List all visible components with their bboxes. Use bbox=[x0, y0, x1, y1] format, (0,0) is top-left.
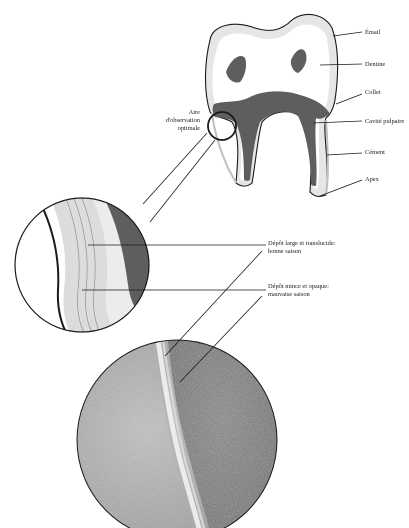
label-thin-deposit-line1: Dépôt mince et opaque: bbox=[268, 283, 329, 290]
label-cement: Cément bbox=[365, 149, 385, 156]
observation-label-line2: d'observation bbox=[166, 117, 201, 124]
observation-area-label: Aire d'observation optimale bbox=[166, 109, 201, 132]
observation-label-line3: optimale bbox=[178, 125, 201, 132]
label-email: Émail bbox=[365, 28, 380, 36]
label-wide-deposit-line2: bonne saison bbox=[268, 248, 302, 255]
label-thin-deposit-line2: mauvaise saison bbox=[268, 291, 311, 298]
label-collet: Collet bbox=[365, 89, 381, 96]
label-cavite-pulpaire: Cavité pulpaire bbox=[365, 118, 404, 125]
observation-label-line1: Aire bbox=[189, 109, 201, 116]
label-dentine: Dentine bbox=[365, 61, 385, 68]
leader-micrograph-wide bbox=[165, 251, 262, 356]
tooth-labels: Émail Dentine Collet Cavité pulpaire Cém… bbox=[365, 28, 404, 183]
magnified-section bbox=[15, 198, 149, 332]
micrograph bbox=[77, 340, 277, 528]
label-apex: Apex bbox=[365, 176, 380, 183]
zoom-connector-upper bbox=[143, 133, 207, 204]
tooth-illustration bbox=[205, 14, 337, 196]
zoom-connector-lower bbox=[150, 140, 215, 222]
deposit-labels: Dépôt large et translucide: bonne saison… bbox=[268, 240, 336, 298]
label-wide-deposit-line1: Dépôt large et translucide: bbox=[268, 240, 336, 247]
